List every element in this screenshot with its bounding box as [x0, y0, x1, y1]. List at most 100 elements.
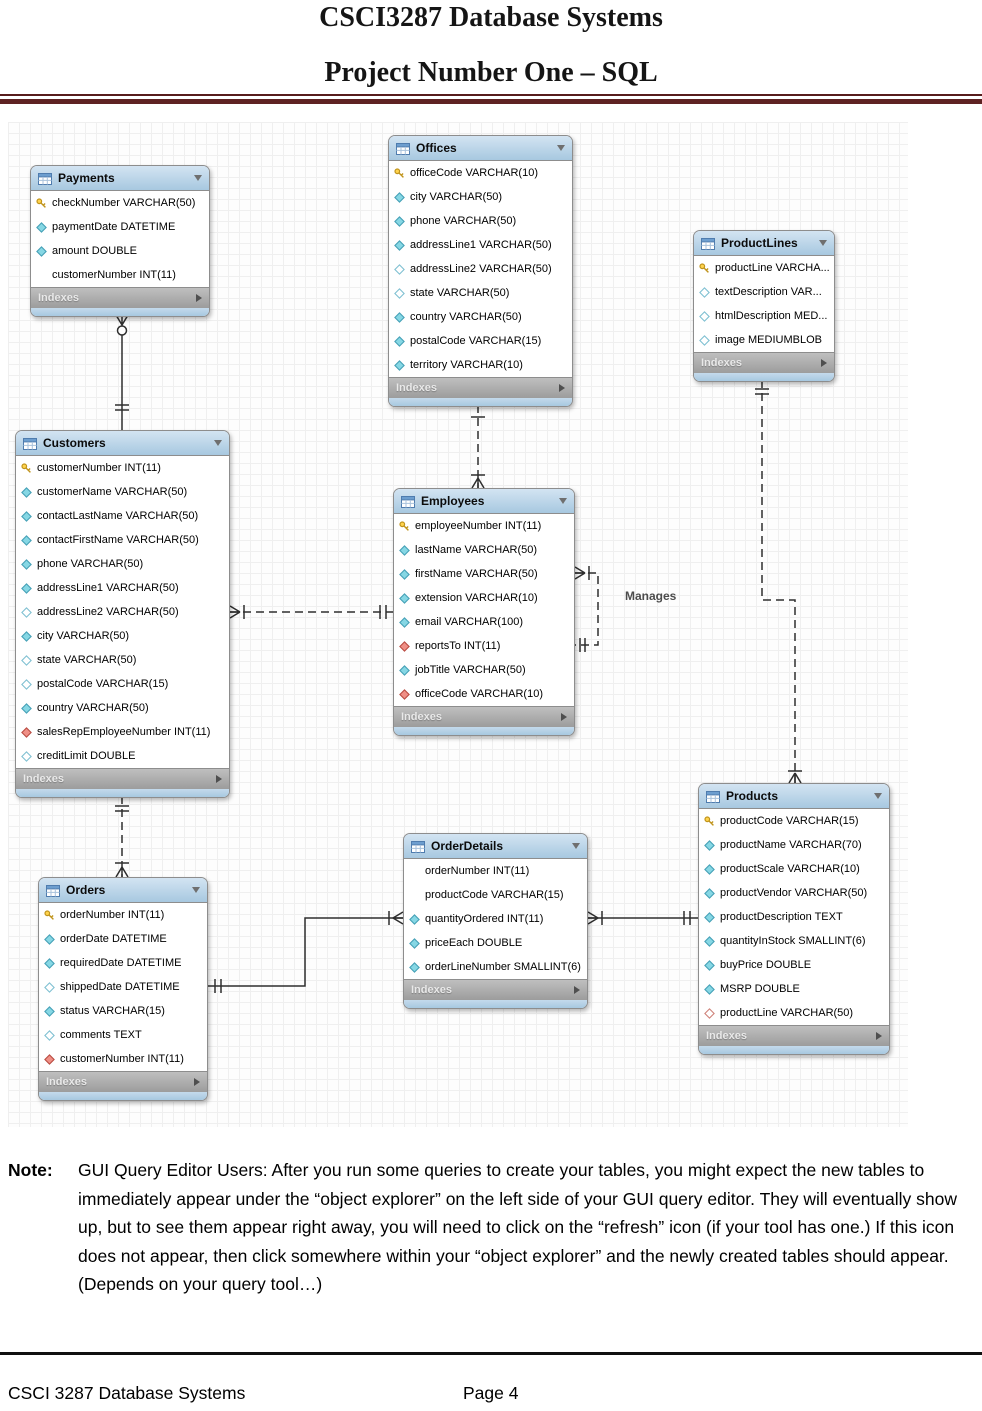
- field-text: phone VARCHAR(50): [37, 558, 144, 570]
- field-row: priceEach DOUBLE: [404, 931, 587, 955]
- field-text: amount DOUBLE: [52, 245, 137, 257]
- column-icon: [394, 287, 405, 299]
- field-row: orderLineNumber SMALLINT(6): [404, 955, 587, 979]
- chevron-down-icon: [214, 440, 222, 446]
- indexes-label: Indexes: [23, 772, 64, 785]
- field-text: employeeNumber INT(11): [415, 520, 542, 532]
- entity-title: Offices: [416, 141, 457, 155]
- field-text: postalCode VARCHAR(15): [37, 678, 169, 690]
- expand-arrow-icon: [559, 383, 565, 392]
- entity-footer-strip: [694, 372, 834, 381]
- manages-relationship-label: Manages: [625, 589, 677, 603]
- field-text: officeCode VARCHAR(10): [415, 688, 543, 700]
- field-text: contactLastName VARCHAR(50): [37, 510, 199, 522]
- column-icon: [704, 983, 715, 995]
- indexes-bar: Indexes: [389, 377, 572, 397]
- field-text: city VARCHAR(50): [410, 191, 503, 203]
- field-text: productLine VARCHA...: [715, 262, 830, 274]
- column-icon: [44, 1029, 55, 1041]
- column-icon: [44, 933, 55, 945]
- field-text: reportsTo INT(11): [415, 640, 501, 652]
- field-row: requiredDate DATETIME: [39, 951, 207, 975]
- expand-arrow-icon: [561, 712, 567, 721]
- expand-arrow-icon: [574, 985, 580, 994]
- indexes-label: Indexes: [706, 1029, 747, 1042]
- field-row: addressLine1 VARCHAR(50): [389, 233, 572, 257]
- indexes-bar: Indexes: [16, 768, 229, 788]
- field-row: creditLimit DOUBLE: [16, 744, 229, 768]
- column-icon: [704, 935, 715, 947]
- field-row: state VARCHAR(50): [16, 648, 229, 672]
- field-row: addressLine2 VARCHAR(50): [16, 600, 229, 624]
- table-icon: [46, 884, 60, 897]
- field-row: reportsTo INT(11): [394, 634, 574, 658]
- primary-key-icon: [36, 197, 47, 209]
- field-row: state VARCHAR(50): [389, 281, 572, 305]
- note-label: Note:: [8, 1160, 53, 1180]
- field-row: productLine VARCHA...: [694, 256, 834, 280]
- entity-header: OrderDetails: [404, 834, 587, 859]
- column-icon: [409, 890, 420, 901]
- field-text: country VARCHAR(50): [37, 702, 149, 714]
- note-block: Note: GUI Query Editor Users: After you …: [8, 1156, 978, 1299]
- indexes-bar: Indexes: [699, 1025, 889, 1045]
- column-icon: [36, 221, 47, 233]
- entity-products: Products productCode VARCHAR(15) product…: [698, 783, 890, 1055]
- field-row: officeCode VARCHAR(10): [394, 682, 574, 706]
- table-icon: [701, 237, 715, 250]
- column-icon: [21, 678, 32, 690]
- field-text: image MEDIUMBLOB: [715, 334, 822, 346]
- primary-key-icon: [44, 909, 55, 921]
- field-row: quantityInStock SMALLINT(6): [699, 929, 889, 953]
- field-text: status VARCHAR(15): [60, 1005, 165, 1017]
- indexes-bar: Indexes: [694, 352, 834, 372]
- field-row: textDescription VAR...: [694, 280, 834, 304]
- column-icon: [394, 215, 405, 227]
- table-icon: [38, 172, 52, 185]
- field-text: customerNumber INT(11): [60, 1053, 184, 1065]
- field-row: firstName VARCHAR(50): [394, 562, 574, 586]
- field-text: state VARCHAR(50): [37, 654, 137, 666]
- column-icon: [409, 913, 420, 925]
- entity-footer-strip: [31, 307, 209, 316]
- field-text: checkNumber VARCHAR(50): [52, 197, 196, 209]
- field-row: postalCode VARCHAR(15): [16, 672, 229, 696]
- column-icon: [704, 887, 715, 899]
- field-text: textDescription VAR...: [715, 286, 822, 298]
- entity-footer-strip: [394, 726, 574, 735]
- expand-arrow-icon: [876, 1031, 882, 1040]
- field-text: MSRP DOUBLE: [720, 983, 800, 995]
- field-text: orderNumber INT(11): [60, 909, 165, 921]
- chevron-down-icon: [874, 793, 882, 799]
- entity-title: Employees: [421, 494, 485, 508]
- indexes-bar: Indexes: [404, 979, 587, 999]
- column-icon: [21, 630, 32, 642]
- foreign-key-icon: [399, 688, 410, 700]
- page-title: CSCI3287 Database Systems: [319, 2, 663, 33]
- page-footer: CSCI 3287 Database Systems Page 4: [8, 1383, 974, 1404]
- column-icon: [394, 263, 405, 275]
- field-text: extension VARCHAR(10): [415, 592, 538, 604]
- column-icon: [44, 1005, 55, 1017]
- entity-footer-strip: [389, 397, 572, 406]
- field-row: shippedDate DATETIME: [39, 975, 207, 999]
- entity-orders: Orders orderNumber INT(11) orderDate DAT…: [38, 877, 208, 1101]
- chevron-down-icon: [572, 843, 580, 849]
- field-row: jobTitle VARCHAR(50): [394, 658, 574, 682]
- field-text: productCode VARCHAR(15): [720, 815, 859, 827]
- field-text: orderLineNumber SMALLINT(6): [425, 961, 581, 973]
- column-icon: [21, 582, 32, 594]
- chevron-down-icon: [819, 240, 827, 246]
- column-icon: [394, 311, 405, 323]
- field-row: productLine VARCHAR(50): [699, 1001, 889, 1025]
- field-text: officeCode VARCHAR(10): [410, 167, 538, 179]
- expand-arrow-icon: [194, 1077, 200, 1086]
- entity-title: Payments: [58, 171, 115, 185]
- field-row: orderNumber INT(11): [404, 859, 587, 883]
- indexes-bar: Indexes: [39, 1071, 207, 1091]
- field-text: productVendor VARCHAR(50): [720, 887, 868, 899]
- column-icon: [409, 961, 420, 973]
- field-row: htmlDescription MED...: [694, 304, 834, 328]
- expand-arrow-icon: [216, 774, 222, 783]
- primary-key-icon: [21, 462, 32, 474]
